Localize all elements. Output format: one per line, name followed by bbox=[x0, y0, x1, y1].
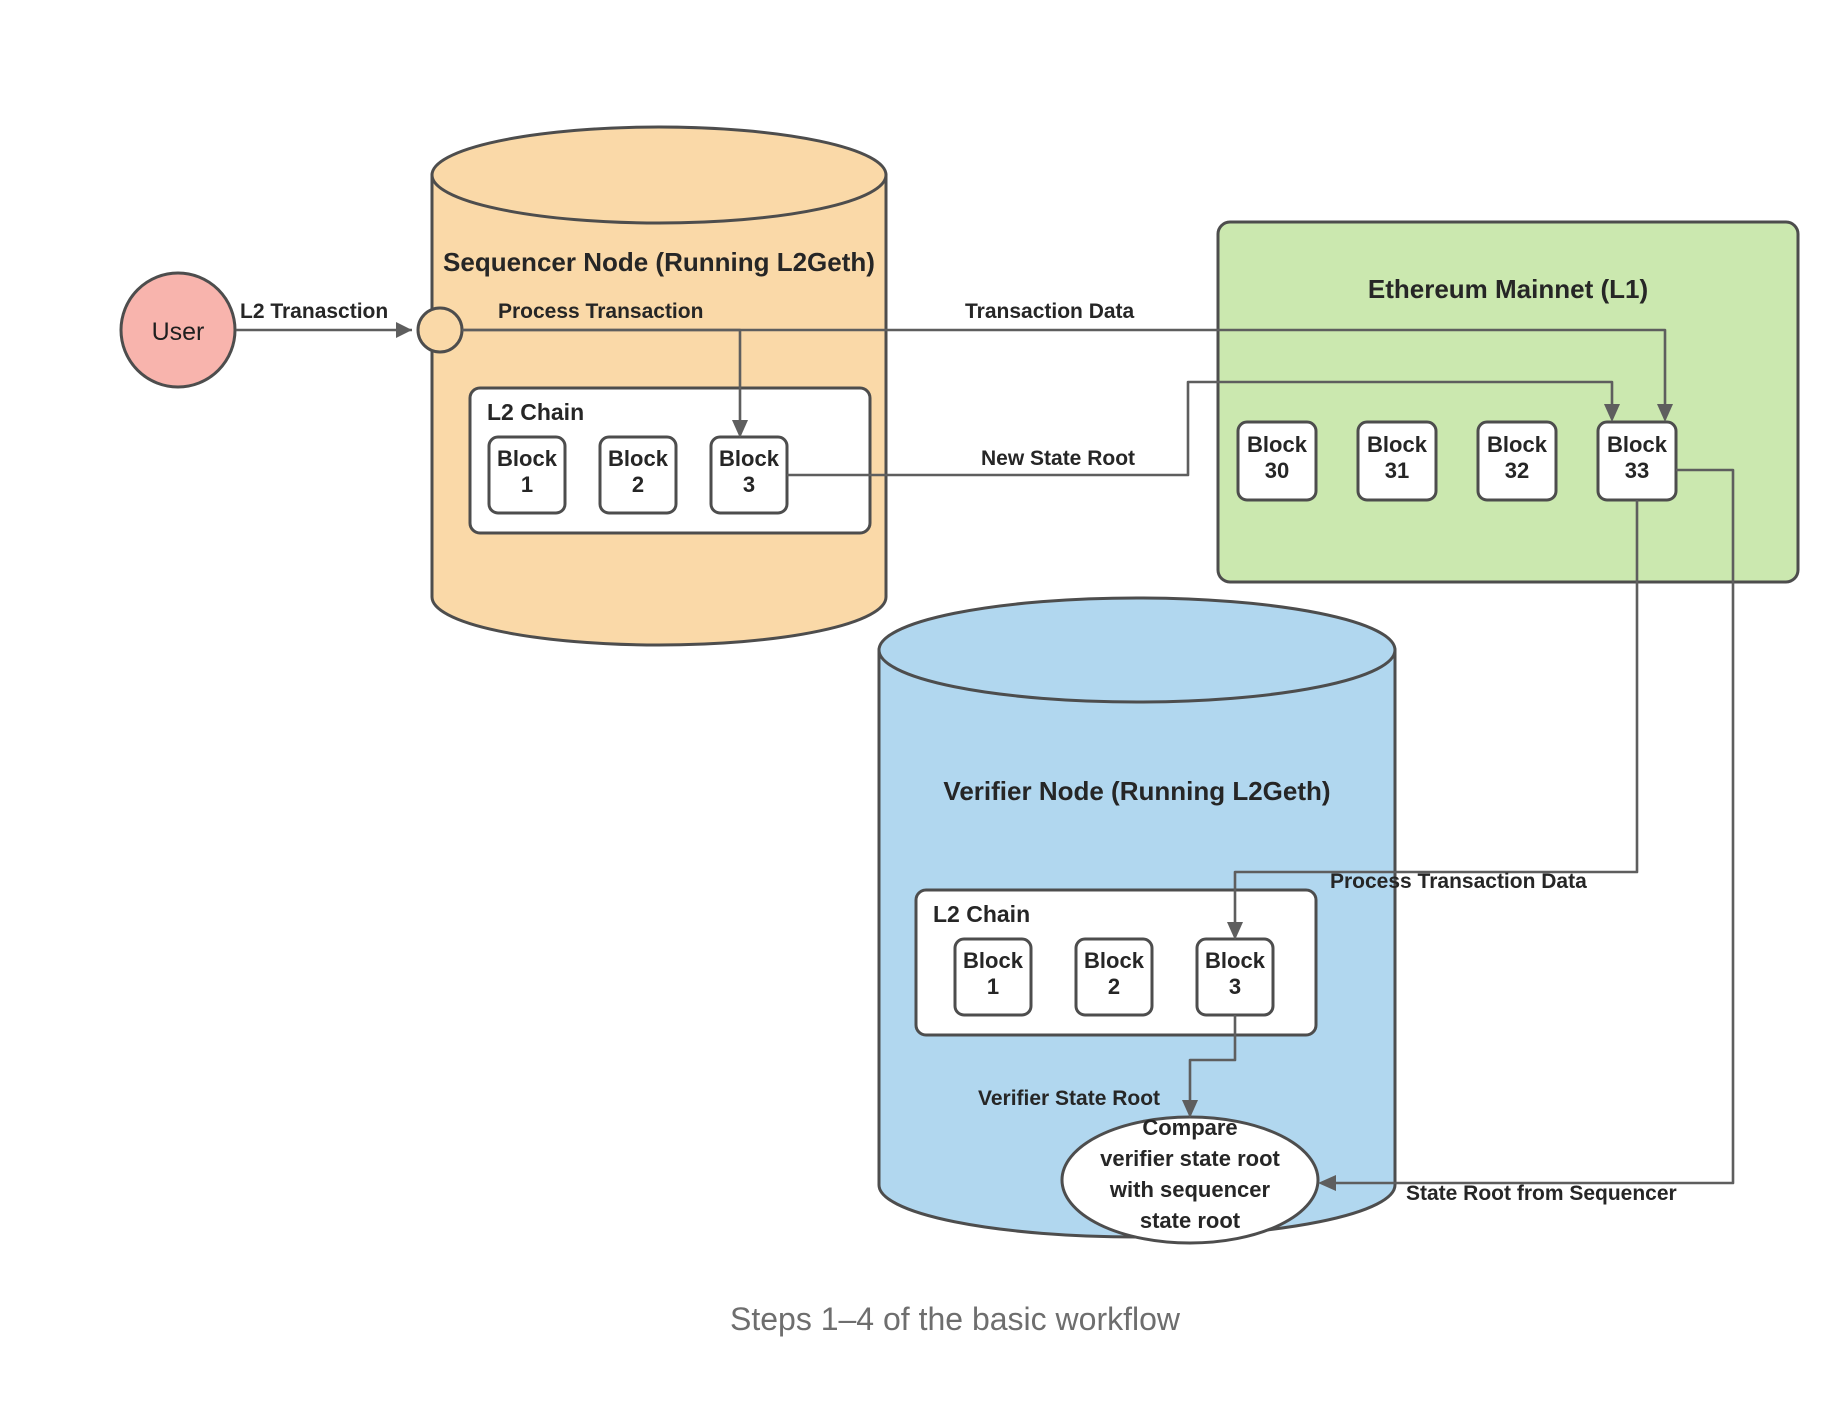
edge-label-l2-transaction: L2 Tranasction bbox=[240, 300, 388, 323]
diagram-caption: Steps 1–4 of the basic workflow bbox=[730, 1301, 1181, 1337]
edge-label-transaction-data: Transaction Data bbox=[965, 300, 1135, 323]
compare-line-1: Compare bbox=[1142, 1115, 1237, 1140]
arrowhead bbox=[1227, 922, 1243, 940]
compare-line-3: with sequencer bbox=[1109, 1177, 1271, 1202]
block-rect bbox=[1074, 937, 1154, 1017]
node-ethereum-mainnet[interactable]: Ethereum Mainnet (L1) Block 30 Block 31 … bbox=[1216, 220, 1800, 584]
block-label-line2: 1 bbox=[987, 974, 999, 999]
arrowhead bbox=[1182, 1100, 1198, 1118]
user-circle bbox=[119, 271, 237, 389]
mainnet-block-30[interactable]: Block 30 bbox=[1236, 420, 1318, 502]
block-rect bbox=[598, 435, 678, 515]
block-label-line2: 3 bbox=[743, 472, 755, 497]
compare-ellipse[interactable]: Compare verifier state root with sequenc… bbox=[1060, 1115, 1320, 1245]
block-label-line1: Block bbox=[1084, 948, 1145, 973]
sequencer-block-1[interactable]: Block 1 bbox=[487, 435, 567, 515]
block-label-line2: 31 bbox=[1385, 458, 1409, 483]
block-label-line2: 2 bbox=[1108, 974, 1120, 999]
block-label-line1: Block bbox=[963, 948, 1024, 973]
block-rect bbox=[1476, 420, 1558, 502]
verifier-cylinder-top bbox=[877, 596, 1397, 704]
edge-label-verifier-state-root: Verifier State Root bbox=[978, 1087, 1160, 1110]
verifier-title: Verifier Node (Running L2Geth) bbox=[943, 776, 1330, 806]
sequencer-l2-chain[interactable]: L2 Chain Block 1 Block 2 Block 3 bbox=[468, 386, 872, 535]
edge-process-transaction-data[interactable]: Process Transaction Data bbox=[1227, 500, 1639, 940]
mainnet-block-33[interactable]: Block 33 bbox=[1596, 420, 1678, 502]
block-label-line2: 30 bbox=[1265, 458, 1289, 483]
block-label-line2: 1 bbox=[521, 472, 533, 497]
edge-label-process-transaction-data: Process Transaction Data bbox=[1330, 870, 1587, 893]
block-label-line1: Block bbox=[497, 446, 558, 471]
edge-label-process-transaction: Process Transaction bbox=[498, 300, 703, 323]
mainnet-block-32[interactable]: Block 32 bbox=[1476, 420, 1558, 502]
compare-line-4: state root bbox=[1140, 1208, 1241, 1233]
block-label-line1: Block bbox=[1205, 948, 1266, 973]
sequencer-title: Sequencer Node (Running L2Geth) bbox=[443, 247, 875, 277]
block-label-line1: Block bbox=[608, 446, 669, 471]
arrowhead bbox=[732, 420, 748, 438]
sequencer-cylinder-top bbox=[430, 125, 888, 225]
block-label-line2: 33 bbox=[1625, 458, 1649, 483]
edge-transaction-data[interactable]: Transaction Data bbox=[462, 300, 1673, 422]
edge-state-root-from-sequencer[interactable]: State Root from Sequencer bbox=[1318, 468, 1735, 1205]
edge-verifier-state-root[interactable]: Verifier State Root bbox=[978, 1015, 1237, 1118]
block-label-line2: 2 bbox=[632, 472, 644, 497]
block-label-line1: Block bbox=[1247, 432, 1308, 457]
block-rect bbox=[487, 435, 567, 515]
block-rect bbox=[1356, 420, 1438, 502]
arrowhead bbox=[1604, 404, 1620, 422]
sequencer-entry-port[interactable] bbox=[416, 306, 464, 354]
sequencer-block-3[interactable]: Block 3 bbox=[709, 435, 789, 515]
block-label-line2: 3 bbox=[1229, 974, 1241, 999]
block-label-line1: Block bbox=[1607, 432, 1668, 457]
verifier-block-1[interactable]: Block 1 bbox=[953, 937, 1033, 1017]
block-rect bbox=[953, 937, 1033, 1017]
block-label-line2: 32 bbox=[1505, 458, 1529, 483]
edge-l2-transaction[interactable]: L2 Tranasction bbox=[236, 300, 412, 338]
node-user[interactable]: User bbox=[119, 271, 237, 389]
block-label-line1: Block bbox=[719, 446, 780, 471]
verifier-l2-chain[interactable]: L2 Chain Block 1 Block 2 Block 3 bbox=[914, 888, 1318, 1037]
user-label: User bbox=[152, 318, 205, 346]
arrowhead bbox=[1318, 1175, 1336, 1191]
node-sequencer[interactable]: Sequencer Node (Running L2Geth) bbox=[430, 125, 888, 647]
arrowhead bbox=[396, 322, 412, 338]
block-label-line1: Block bbox=[1367, 432, 1428, 457]
verifier-block-3[interactable]: Block 3 bbox=[1195, 937, 1275, 1017]
verifier-block-2[interactable]: Block 2 bbox=[1074, 937, 1154, 1017]
sequencer-chain-label: L2 Chain bbox=[487, 399, 584, 425]
sequencer-block-2[interactable]: Block 2 bbox=[598, 435, 678, 515]
block-label-line1: Block bbox=[1487, 432, 1548, 457]
edge-label-new-state-root: New State Root bbox=[981, 447, 1135, 470]
edge-new-state-root[interactable]: New State Root bbox=[787, 380, 1620, 477]
verifier-chain-label: L2 Chain bbox=[933, 901, 1030, 927]
mainnet-block-31[interactable]: Block 31 bbox=[1356, 420, 1438, 502]
mainnet-title: Ethereum Mainnet (L1) bbox=[1368, 274, 1648, 304]
block-rect bbox=[1236, 420, 1318, 502]
compare-line-2: verifier state root bbox=[1100, 1146, 1280, 1171]
edge-label-state-root-from-sequencer: State Root from Sequencer bbox=[1406, 1182, 1677, 1205]
arrowhead bbox=[1657, 404, 1673, 422]
